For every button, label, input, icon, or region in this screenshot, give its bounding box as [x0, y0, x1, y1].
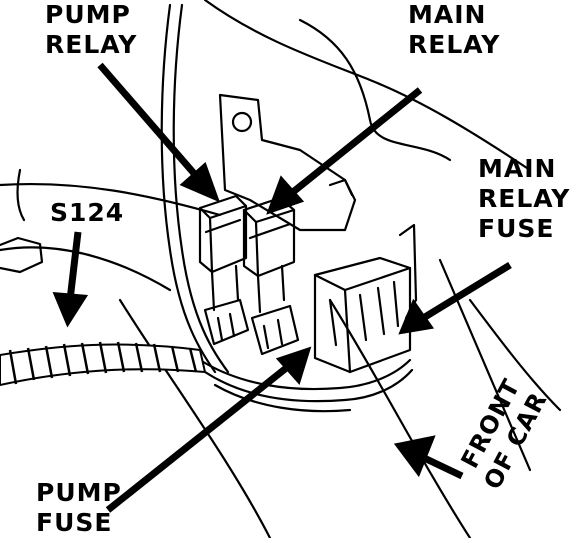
- fuse-arrowhead: [398, 298, 435, 335]
- pump-relay-arrowhead: [179, 161, 220, 203]
- body-contour-2: [0, 246, 172, 292]
- body-contour: [0, 182, 222, 217]
- braided-harness: [0, 341, 207, 387]
- vertical-wire-2: [172, 3, 230, 374]
- bracket-tab: [328, 178, 354, 197]
- pump-relay-edge-2: [208, 216, 214, 274]
- front-arrowhead: [393, 435, 436, 478]
- pump-fuse-arrowhead: [275, 346, 312, 385]
- splice-arrowhead: [52, 292, 89, 328]
- pump-relay-band: [204, 218, 242, 234]
- floor-line: [118, 298, 272, 540]
- panel-edge-2: [298, 18, 452, 162]
- vertical-wire: [160, 3, 217, 374]
- fender-line-3: [468, 298, 562, 412]
- relay-connector: [250, 304, 300, 356]
- splice-text: S124: [50, 198, 125, 227]
- wire-bundle-2: [203, 368, 414, 403]
- front-arrow: [418, 452, 464, 480]
- pump-fuse-line-2: FUSE: [36, 508, 113, 537]
- relay-bracket: [218, 93, 357, 232]
- fender-line-2: [438, 258, 532, 472]
- bracket-bolt: [231, 111, 253, 133]
- front-of-car-label: FRONT OF CAR: [456, 374, 553, 494]
- pump-relay-line-1: PUMP: [45, 0, 131, 29]
- pump-relay-line-2: RELAY: [45, 30, 138, 59]
- wire-bundle-3: [213, 383, 352, 413]
- splice-label: S124: [50, 198, 124, 228]
- main-relay-fuse-line-2: RELAY: [478, 184, 571, 213]
- main-relay-arrow: [285, 87, 423, 199]
- pump-relay-body: [198, 194, 248, 274]
- fuse-arrow: [418, 262, 512, 323]
- panel-edge: [203, 0, 532, 172]
- pump-fuse-connector: [203, 298, 250, 346]
- splice-arrow: [66, 231, 82, 301]
- pump-fuse-label: PUMP FUSE: [36, 478, 122, 538]
- fuse-block-edge: [343, 288, 352, 374]
- body-contour-3: [16, 168, 26, 222]
- main-relay-line-1: MAIN: [408, 0, 487, 29]
- main-relay-label: MAIN RELAY: [408, 0, 500, 60]
- main-relay-arrowhead: [266, 175, 305, 215]
- main-relay-edge-2: [254, 220, 260, 278]
- fender-line: [328, 298, 472, 540]
- main-relay-band: [248, 222, 292, 240]
- fuse-block: [313, 256, 412, 374]
- left-bracket: [0, 236, 44, 274]
- main-relay-line-2: RELAY: [408, 30, 501, 59]
- connector-terminals: [216, 312, 284, 350]
- pump-relay-arrow: [97, 62, 201, 181]
- main-relay-fuse-line-1: MAIN: [478, 154, 557, 183]
- wire-bundle: [198, 358, 412, 391]
- main-relay-fuse-label: MAIN RELAY FUSE: [478, 154, 570, 244]
- relay-stems: [210, 264, 286, 314]
- pump-fuse-arrow: [105, 362, 293, 513]
- main-relay-fuse-line-3: FUSE: [478, 214, 555, 243]
- pump-relay-label: PUMP RELAY: [45, 0, 137, 60]
- pump-fuse-line-1: PUMP: [36, 478, 122, 507]
- fuse-blades: [328, 280, 400, 347]
